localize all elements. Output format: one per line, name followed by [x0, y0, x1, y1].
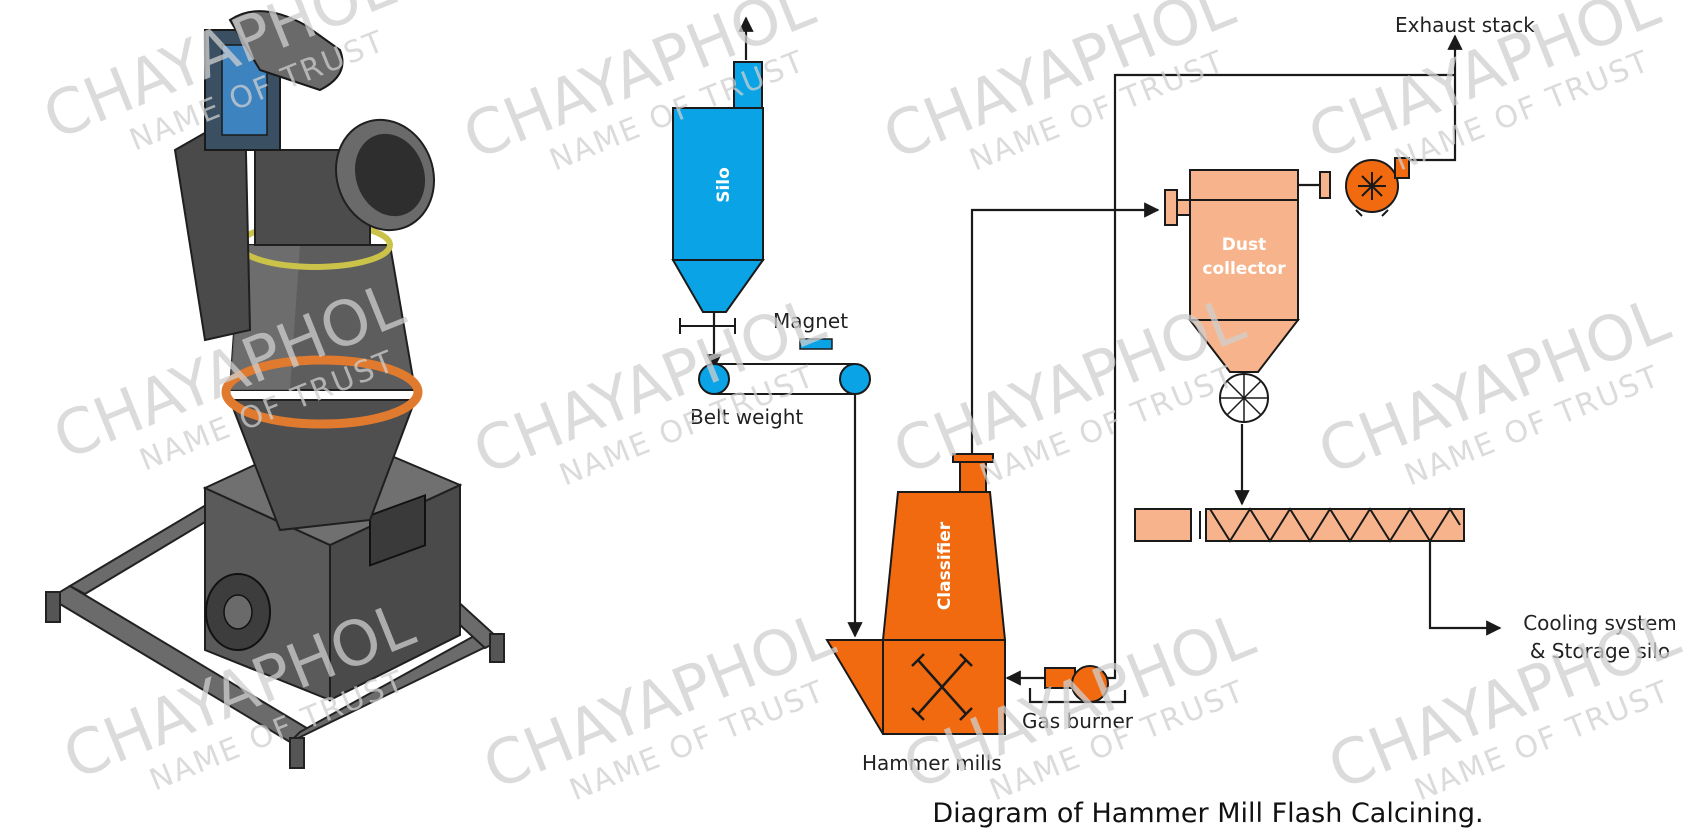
slide-gate: [679, 318, 736, 334]
rotary-valve: [1219, 373, 1269, 423]
silo: Silo: [671, 61, 765, 313]
dust-collector-label-line2: collector: [1202, 259, 1286, 279]
cooling-system-label-line1: Cooling system: [1523, 611, 1677, 635]
screw-conveyor: [1134, 507, 1465, 543]
gas-burner: [1028, 665, 1127, 704]
silo-label: Silo: [714, 167, 734, 203]
classifier: Classifier: [881, 453, 1007, 641]
gas-burner-label: Gas burner: [1022, 709, 1134, 733]
exhaust-fan: [1298, 157, 1410, 217]
hammer-mill: [825, 639, 1006, 735]
cooling-system-label-line2: & Storage silo: [1530, 639, 1670, 663]
magnet-label: Magnet: [773, 309, 848, 333]
magnet: [799, 338, 833, 350]
belt-weight-label: Belt weight: [690, 405, 803, 429]
exhaust-stack-label: Exhaust stack: [1395, 13, 1535, 37]
process-pipes: [706, 16, 1502, 686]
dust-collector: Dust collector: [1164, 169, 1301, 373]
hammer-mills-label: Hammer mills: [862, 751, 1002, 775]
dust-collector-label-line1: Dust: [1222, 235, 1266, 255]
belt-weigher: [698, 363, 871, 395]
hammer-mill-3d-illustration: [45, 10, 505, 769]
classifier-label: Classifier: [935, 521, 955, 610]
diagram-caption: Diagram of Hammer Mill Flash Calcining.: [932, 798, 1483, 829]
